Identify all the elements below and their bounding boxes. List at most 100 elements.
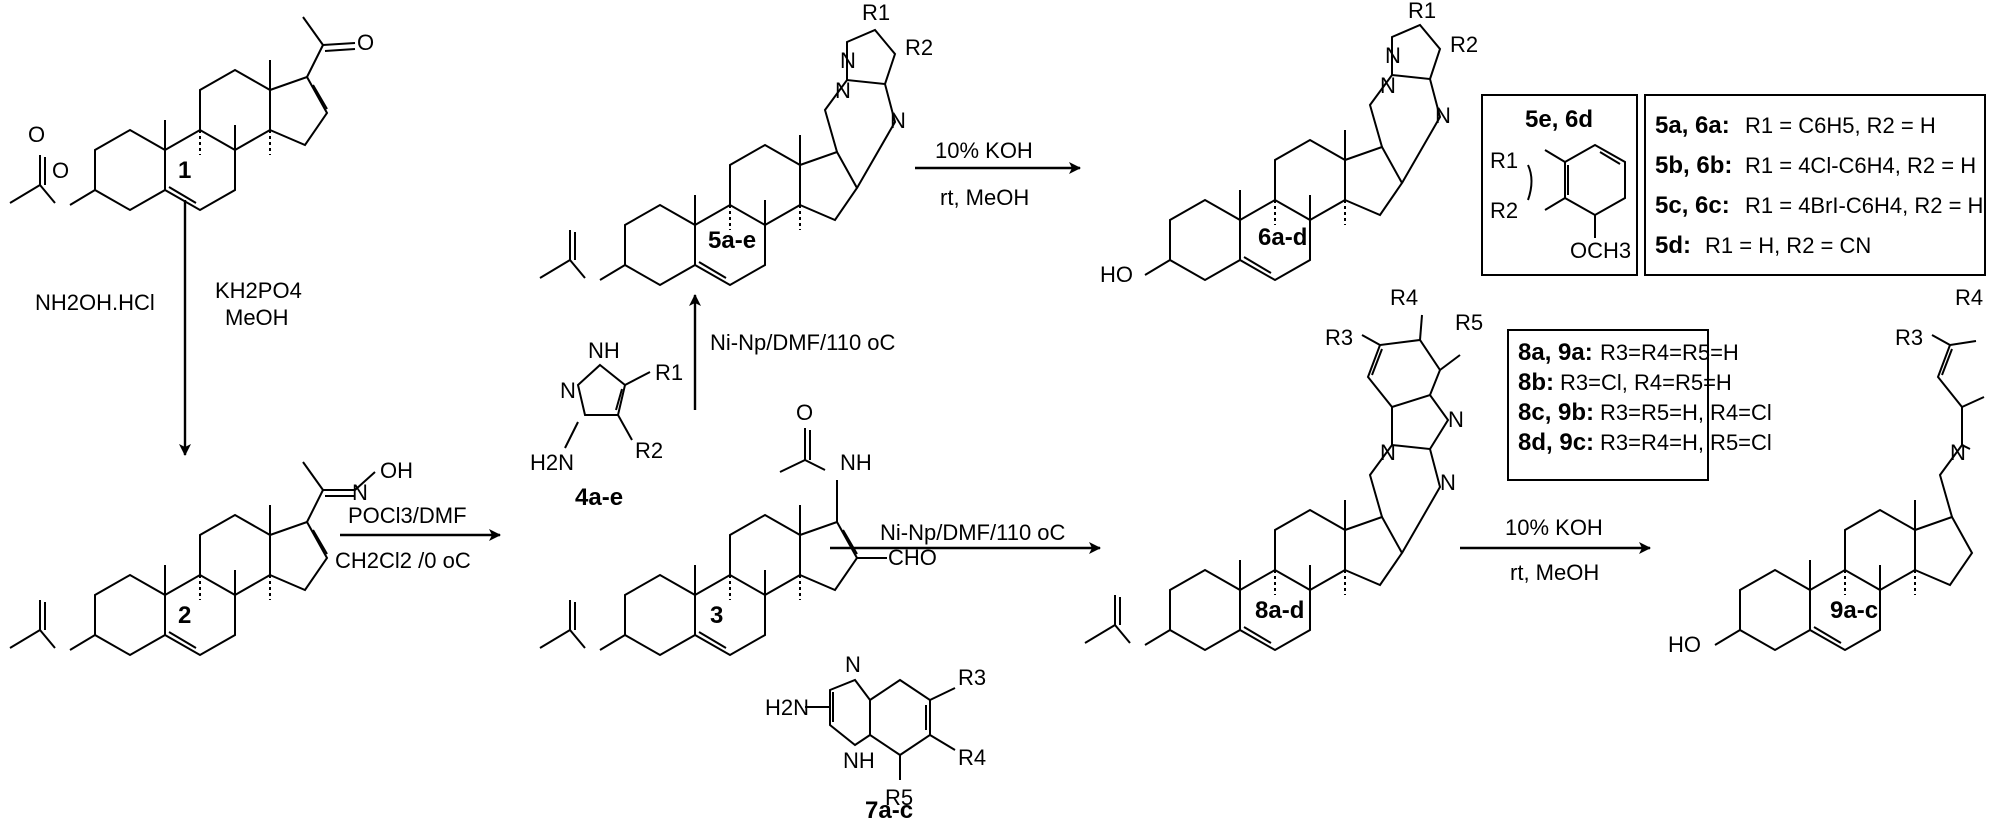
reagent-dichloromethane: CH2Cl2 /0 oC — [335, 548, 471, 573]
compound-7-label: 7a-c — [865, 797, 913, 818]
box-5-row: 5d: R1 = H, R2 = CN — [1655, 232, 1871, 259]
amide-oxygen: O — [796, 400, 813, 425]
oxygen-atom: O — [28, 122, 45, 147]
box-8-row: 8d, 9c: R3=R4=H, R5=Cl — [1518, 429, 1772, 456]
substituent-r3: R3 — [1325, 325, 1353, 350]
svg-text:8a, 9a:: 8a, 9a: — [1518, 339, 1593, 366]
compound-1-structure — [9, 16, 356, 211]
svg-text:8c, 9b:: 8c, 9b: — [1518, 399, 1594, 426]
pyrimidine-nitrogen: N — [890, 108, 906, 133]
compound-4-label: 4a-e — [575, 484, 623, 511]
reagent-ni-np-dmf: Ni-Np/DMF/110 oC — [880, 520, 1066, 545]
svg-text:R1 = C6H5, R2 = H: R1 = C6H5, R2 = H — [1745, 113, 1936, 138]
pyrimidine-nitrogen: N — [1440, 470, 1456, 495]
substituent-r2: R2 — [1450, 32, 1478, 57]
oxygen-atom: O — [357, 30, 374, 55]
oxime-hydroxyl: OH — [380, 458, 413, 483]
substituent-r1: R1 — [655, 360, 683, 385]
substituent-r1: R1 — [862, 0, 890, 25]
substituent-box-8-9 — [1507, 329, 1709, 481]
svg-text:8b:: 8b: — [1518, 369, 1554, 396]
box-8-row: 8a, 9a: R3=R4=R5=H — [1518, 339, 1739, 366]
substituent-r1: R1 — [1408, 0, 1436, 23]
substituent-r5: R5 — [885, 785, 913, 810]
reagent-hydroxylamine: NH2OH.HCl — [35, 290, 155, 315]
substituent-r5: R5 — [1455, 310, 1483, 335]
oxygen-atom: O — [52, 158, 69, 183]
compound-6-label: 6a-d — [1258, 224, 1307, 251]
substituent-r3: R3 — [1895, 325, 1923, 350]
substituent-r2: R2 — [905, 35, 933, 60]
compound-2-label: 2 — [178, 602, 191, 629]
reagent-ni-np-dmf: Ni-Np/DMF/110 oC — [710, 330, 896, 355]
compound-3-structure — [539, 428, 887, 656]
benzimidazole-nitrogen: N — [1950, 440, 1966, 465]
compound-9-structure — [1714, 334, 1985, 651]
substituent-r4: R4 — [1390, 285, 1418, 310]
pyrazole-nitrogen: N — [560, 378, 576, 403]
svg-text:R1 = 4Cl-C6H4, R2 = H: R1 = 4Cl-C6H4, R2 = H — [1745, 153, 1976, 178]
svg-text:R3=R5=H, R4=Cl: R3=R5=H, R4=Cl — [1600, 400, 1772, 425]
reagent-koh: 10% KOH — [935, 138, 1033, 163]
compound-6-structure — [1144, 23, 1442, 281]
oxime-nitrogen: N — [352, 480, 368, 505]
compound-4-structure — [564, 363, 651, 449]
svg-text:5d:: 5d: — [1655, 232, 1691, 259]
box-5-row: 5a, 6a: R1 = C6H5, R2 = H — [1655, 112, 1936, 139]
svg-text:5b, 6b:: 5b, 6b: — [1655, 152, 1732, 179]
compound-5-label: 5a-e — [708, 227, 756, 254]
box-5-row: 5b, 6b: R1 = 4Cl-C6H4, R2 = H — [1655, 152, 1976, 179]
substituent-r1: R1 — [1490, 148, 1518, 173]
compound-1-label: 1 — [178, 157, 191, 184]
box-8-row: 8b: R3=Cl, R4=R5=H — [1518, 369, 1732, 396]
substituent-r4: R4 — [1955, 285, 1983, 310]
imidazole-nitrogen: N — [845, 652, 861, 677]
box-5e-6d-title: 5e, 6d — [1525, 106, 1593, 133]
svg-text:R3=R4=H, R5=Cl: R3=R4=H, R5=Cl — [1600, 430, 1772, 455]
reagent-rt-methanol: rt, MeOH — [940, 185, 1029, 210]
pyrazole-nitrogen: N — [1385, 43, 1401, 68]
box-8-row: 8c, 9b: R3=R5=H, R4=Cl — [1518, 399, 1772, 426]
substituent-box-5e-6d — [1481, 94, 1638, 276]
substituent-r4: R4 — [958, 745, 986, 770]
amide-nh: NH — [840, 450, 872, 475]
imidazole-nh: NH — [843, 748, 875, 773]
svg-text:R3=Cl, R4=R5=H: R3=Cl, R4=R5=H — [1560, 370, 1732, 395]
hydroxyl-group: HO — [1100, 262, 1133, 287]
compound-7-structure — [805, 678, 956, 780]
amino-group: H2N — [530, 450, 574, 475]
benzimidazole-nitrogen: N — [1448, 407, 1464, 432]
pyrazole-nitrogen: N — [840, 48, 856, 73]
svg-text:5a, 6a:: 5a, 6a: — [1655, 112, 1730, 139]
substituent-r2: R2 — [635, 438, 663, 463]
methoxy-group: OCH3 — [1570, 238, 1631, 263]
benzimidazole-nitrogen: N — [1380, 440, 1396, 465]
svg-text:R1 = 4BrI-C6H4, R2 = H: R1 = 4BrI-C6H4, R2 = H — [1745, 193, 1983, 218]
svg-text:R3=R4=R5=H: R3=R4=R5=H — [1600, 340, 1739, 365]
reagent-methanol: MeOH — [225, 305, 289, 330]
substituent-r3: R3 — [958, 665, 986, 690]
amino-group: H2N — [765, 695, 809, 720]
compound-2-structure — [9, 461, 376, 656]
svg-text:R1 = H, R2 = CN: R1 = H, R2 = CN — [1705, 233, 1871, 258]
substituent-box-5-6 — [1644, 94, 1986, 276]
compound-9-label: 9a-c — [1830, 597, 1878, 624]
compound-8-label: 8a-d — [1255, 597, 1304, 624]
pyrimidine-nitrogen: N — [1435, 103, 1451, 128]
pyrazole-nitrogen: N — [835, 78, 851, 103]
compound-5-structure — [539, 28, 897, 286]
svg-text:8d, 9c:: 8d, 9c: — [1518, 429, 1594, 456]
methoxyphenyl-structure — [1527, 143, 1626, 238]
pyrazole-nh: NH — [588, 338, 620, 363]
substituent-r2: R2 — [1490, 198, 1518, 223]
box-5-row: 5c, 6c: R1 = 4BrI-C6H4, R2 = H — [1655, 192, 1983, 219]
reagent-koh: 10% KOH — [1505, 515, 1603, 540]
reagent-kh2po4: KH2PO4 — [215, 278, 302, 303]
compound-8-structure — [1084, 314, 1461, 651]
compound-3-label: 3 — [710, 602, 723, 629]
reagent-pocl3-dmf: POCl3/DMF — [348, 503, 467, 528]
svg-text:5c, 6c:: 5c, 6c: — [1655, 192, 1730, 219]
reagent-rt-methanol: rt, MeOH — [1510, 560, 1599, 585]
hydroxyl-group: HO — [1668, 632, 1701, 657]
